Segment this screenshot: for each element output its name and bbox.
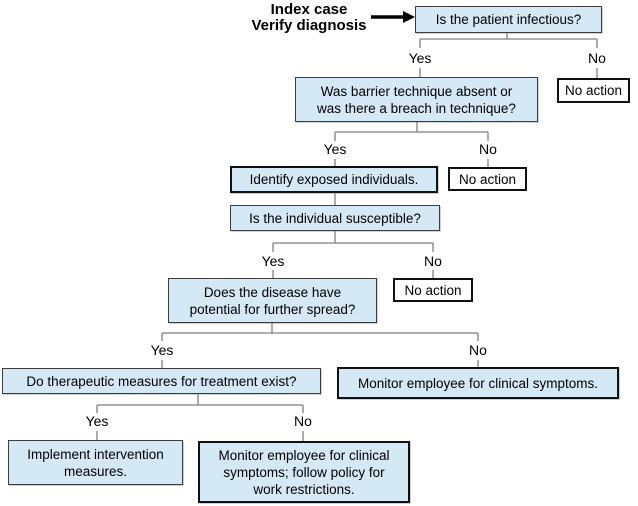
split-susceptible bbox=[272, 231, 434, 278]
node-no-action-1: No action bbox=[557, 78, 630, 103]
node-implement-intervention: Implement intervention measures. bbox=[8, 440, 183, 485]
branch-label-no-2: No bbox=[479, 141, 497, 157]
branch-label-yes-2: Yes bbox=[323, 141, 347, 157]
branch-label-yes-3: Yes bbox=[261, 253, 285, 269]
branch-label-yes-1: Yes bbox=[408, 50, 432, 66]
split-spread bbox=[161, 323, 479, 368]
node-question-barrier-technique: Was barrier technique absent or was ther… bbox=[295, 77, 538, 122]
branch-label-no-4: No bbox=[469, 342, 487, 358]
node-no-action-2: No action bbox=[448, 167, 527, 191]
node-no-action-3: No action bbox=[393, 278, 473, 302]
node-question-therapeutic-measures: Do therapeutic measures for treatment ex… bbox=[2, 368, 321, 394]
node-identify-exposed: Identify exposed individuals. bbox=[230, 166, 438, 193]
branch-label-no-3: No bbox=[424, 253, 442, 269]
node-question-infectious: Is the patient infectious? bbox=[415, 6, 602, 33]
split-infectious bbox=[419, 33, 598, 78]
split-therapeutic bbox=[96, 394, 304, 441]
node-question-further-spread: Does the disease have potential for furt… bbox=[168, 278, 377, 323]
split-barrier bbox=[334, 122, 489, 167]
index-case-label: Index case Verify diagnosis bbox=[251, 1, 367, 34]
branch-label-no-5: No bbox=[294, 413, 312, 429]
branch-label-yes-5: Yes bbox=[85, 413, 109, 429]
node-monitor-symptoms: Monitor employee for clinical symptoms. bbox=[337, 367, 619, 399]
node-monitor-work-restrictions: Monitor employee for clinical symptoms; … bbox=[198, 441, 410, 503]
index-case-arrow bbox=[371, 11, 415, 23]
node-question-susceptible: Is the individual susceptible? bbox=[230, 205, 440, 231]
branch-label-yes-4: Yes bbox=[150, 342, 174, 358]
branch-label-no-1: No bbox=[588, 50, 606, 66]
